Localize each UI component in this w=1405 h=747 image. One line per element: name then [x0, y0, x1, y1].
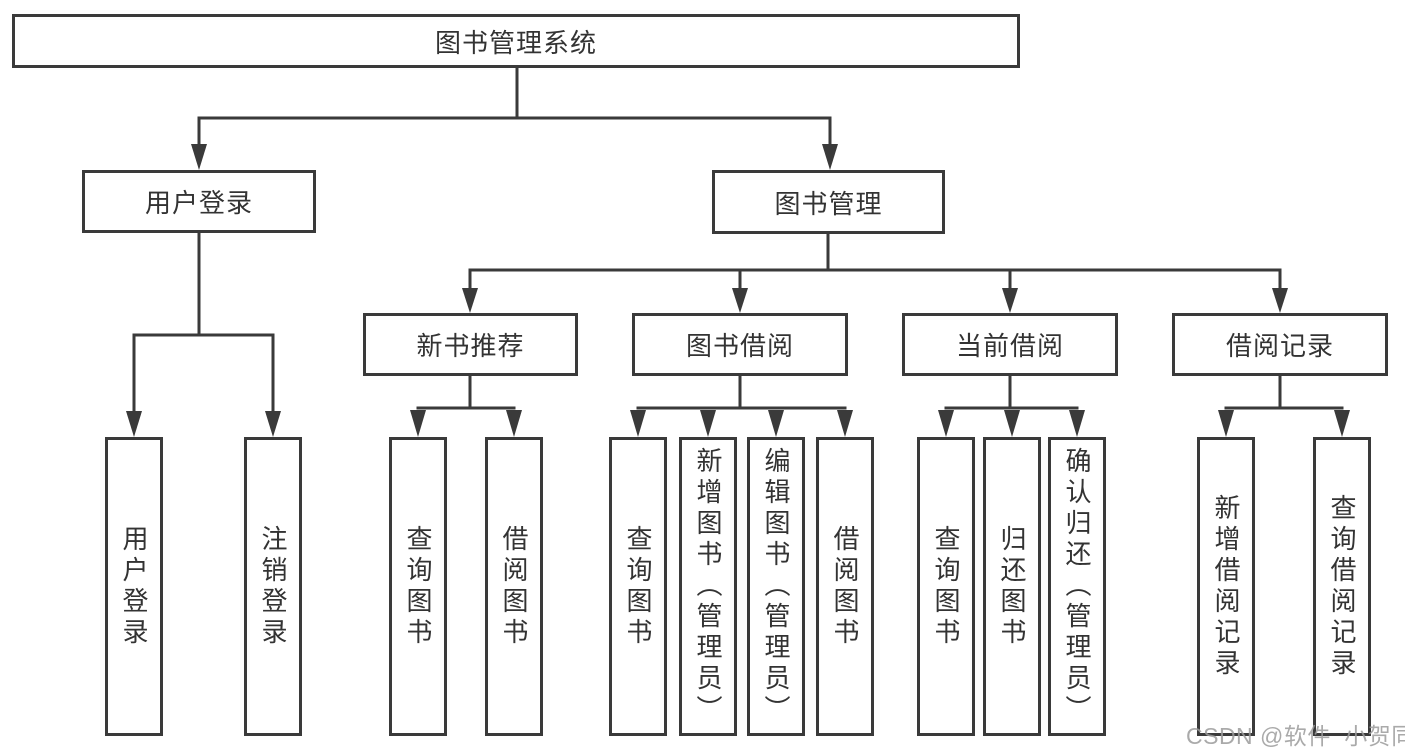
leaf-query-books-recommend: 查询图书 [389, 437, 447, 736]
leaf-query-books-current: 查询图书 [917, 437, 975, 736]
leaf-return-books-label: 归还图书 [997, 524, 1027, 649]
node-root: 图书管理系统 [12, 14, 1020, 68]
leaf-add-borrow-record: 新增借阅记录 [1197, 437, 1255, 736]
leaf-query-books-recommend-label: 查询图书 [403, 524, 433, 649]
node-new-book-recommend: 新书推荐 [363, 313, 578, 376]
node-current-borrow: 当前借阅 [902, 313, 1118, 376]
leaf-borrow-books-label: 借阅图书 [830, 524, 860, 649]
leaf-query-books-borrow: 查询图书 [609, 437, 667, 736]
leaf-confirm-return-admin: 确认归还（管理员） [1048, 437, 1106, 736]
node-user-login-label: 用户登录 [144, 188, 253, 218]
leaf-logout: 注销登录 [244, 437, 302, 736]
leaf-confirm-return-admin-label: 确认归还（管理员） [1062, 447, 1092, 726]
leaf-add-borrow-record-label: 新增借阅记录 [1211, 493, 1241, 680]
leaf-edit-book-admin: 编辑图书（管理员） [747, 437, 805, 736]
leaf-borrow-books-recommend: 借阅图书 [485, 437, 543, 736]
node-root-label: 图书管理系统 [434, 27, 597, 58]
leaf-user-login: 用户登录 [105, 437, 163, 736]
leaf-borrow-books-recommend-label: 借阅图书 [499, 524, 529, 649]
leaf-add-book-admin: 新增图书（管理员） [679, 437, 737, 736]
node-book-borrow: 图书借阅 [632, 313, 848, 376]
leaf-return-books: 归还图书 [983, 437, 1041, 736]
leaf-edit-book-admin-label: 编辑图书（管理员） [761, 447, 791, 726]
connector-borrow-records-to-leaves [1218, 376, 1350, 437]
leaf-query-borrow-record: 查询借阅记录 [1313, 437, 1371, 736]
leaf-user-login-label: 用户登录 [119, 524, 149, 649]
connector-book-borrow-to-leaves [630, 376, 853, 437]
leaf-query-books-borrow-label: 查询图书 [623, 524, 653, 649]
node-user-login: 用户登录 [82, 170, 316, 233]
connector-user-login-to-leaves [126, 233, 281, 437]
connector-current-borrow-to-leaves [938, 376, 1085, 437]
node-book-management-label: 图书管理 [774, 188, 883, 219]
connector-root-to-level2 [191, 68, 838, 170]
connector-new-book-recommend-to-leaves [410, 376, 522, 437]
connector-book-management-to-level3 [462, 234, 1288, 313]
leaf-query-books-current-label: 查询图书 [931, 524, 961, 649]
node-book-management: 图书管理 [712, 170, 945, 234]
node-new-book-recommend-label: 新书推荐 [416, 331, 525, 361]
leaf-borrow-books: 借阅图书 [816, 437, 874, 736]
node-current-borrow-label: 当前借阅 [955, 331, 1064, 361]
leaf-query-borrow-record-label: 查询借阅记录 [1327, 493, 1357, 680]
csdn-watermark: CSDN @软件_小贺同学 [1186, 723, 1405, 747]
leaf-logout-label: 注销登录 [258, 524, 288, 649]
leaf-add-book-admin-label: 新增图书（管理员） [693, 447, 723, 726]
node-book-borrow-label: 图书借阅 [685, 331, 794, 361]
node-borrow-records: 借阅记录 [1172, 313, 1388, 376]
node-borrow-records-label: 借阅记录 [1225, 331, 1334, 361]
